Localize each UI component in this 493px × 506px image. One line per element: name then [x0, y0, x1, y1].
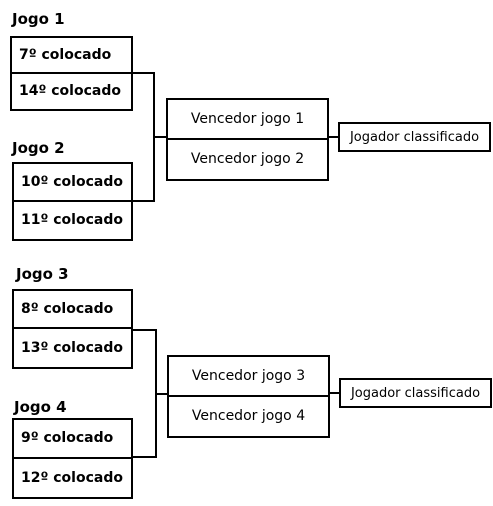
- semi-1-box: Vencedor jogo 1 Vencedor jogo 2: [166, 98, 329, 181]
- game-2-player-1: 10º colocado: [14, 164, 131, 202]
- game-4-label: Jogo 4: [14, 398, 67, 416]
- game-1-box: 7º colocado 14º colocado: [10, 36, 133, 111]
- game-2-label: Jogo 2: [12, 139, 65, 157]
- semi-2-winner-2: Vencedor jogo 4: [191, 408, 306, 425]
- qualified-player-2: Jogador classificado: [339, 378, 492, 408]
- semi-1-winner-1: Vencedor jogo 1: [168, 100, 327, 140]
- qualified-player-1: Jogador classificado: [338, 122, 491, 152]
- game-4-player-2: 12º colocado: [21, 469, 123, 486]
- semi-2-winner-1: Vencedor jogo 3: [169, 357, 328, 397]
- game-1-player-2: 14º colocado: [19, 83, 121, 100]
- game-3-player-1: 8º colocado: [14, 291, 131, 329]
- connector-game-3-4: [132, 329, 167, 458]
- game-3-player-2: 13º colocado: [21, 340, 123, 356]
- game-2-box: 10º colocado 11º colocado: [12, 162, 133, 241]
- game-2-player-2: 11º colocado: [21, 212, 123, 229]
- game-1-player-1: 7º colocado: [12, 38, 131, 74]
- connector-game-1-2: [132, 72, 166, 202]
- game-4-box: 9º colocado 12º colocado: [12, 418, 133, 499]
- semi-1-winner-2: Vencedor jogo 2: [190, 151, 305, 168]
- game-3-box: 8º colocado 13º colocado: [12, 289, 133, 369]
- game-1-label: Jogo 1: [12, 10, 65, 28]
- game-3-label: Jogo 3: [16, 265, 69, 283]
- game-4-player-1: 9º colocado: [14, 420, 131, 459]
- semi-2-box: Vencedor jogo 3 Vencedor jogo 4: [167, 355, 330, 438]
